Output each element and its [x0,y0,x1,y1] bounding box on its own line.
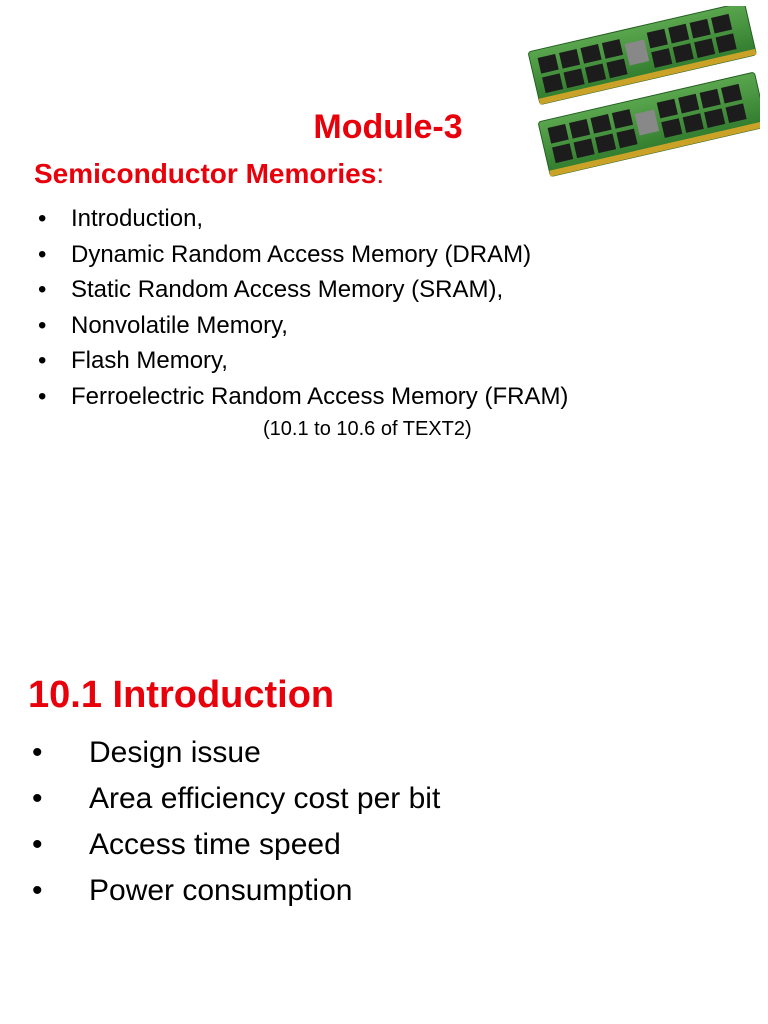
list-item-text: Design issue [89,736,261,769]
list-item-text: Dynamic Random Access Memory (DRAM) [71,240,532,268]
list-item-text: Introduction, [71,205,204,232]
reference-note: (10.1 to 10.6 of TEXT2) [263,418,472,440]
list-item: • Dynamic Random Access Memory (DRAM) [38,237,568,273]
bullet-icon: • [38,240,47,268]
list-item-text: Nonvolatile Memory, [71,311,288,339]
list-item: • Flash Memory, [38,343,568,379]
list-item: • Ferroelectric Random Access Memory (FRA… [38,379,568,415]
list-item: • Power consumption [32,868,440,914]
list-item: • Design issue [32,730,440,776]
bullet-icon: • [38,311,47,339]
list-item: • Area efficiency cost per bit [32,776,440,822]
ram-modules-icon [528,6,760,177]
list-item: • Access time speed [32,822,440,868]
list-item: • Nonvolatile Memory, [38,308,568,344]
bullet-icon: • [38,276,47,304]
issue-list: • Design issue • Area efficiency cost per … [32,730,440,914]
bullet-icon: • [32,874,43,907]
slide-title-text: Module-3 [313,108,463,146]
slide-introduction: 10.1 Introduction • Design issue • Area ef… [0,660,768,980]
bullet-icon: • [32,736,43,769]
list-item-text: Static Random Access Memory (SRAM), [71,276,504,304]
bullet-icon: • [32,828,43,861]
bullet-icon: • [38,347,47,375]
bullet-icon: • [38,382,47,410]
list-item-text: Area efficiency cost per bit [89,782,441,815]
list-item-text: Access time speed [89,828,341,861]
section-heading: 10.1 Introduction [28,674,335,716]
slide-subtitle: Semiconductor Memories: [34,158,384,190]
slide-title: Module-3 [0,108,768,147]
list-item-text: Flash Memory, [71,347,228,375]
list-item-text: Power consumption [89,874,353,907]
list-item-text: Ferroelectric Random Access Memory (FRAM… [71,382,569,410]
subtitle-colon: : [376,158,385,189]
bullet-icon: • [32,782,43,815]
bullet-icon: • [38,205,47,232]
topic-list: • Introduction, • Dynamic Random Access Me… [38,201,568,415]
list-item: • Introduction, [38,201,568,237]
list-item: • Static Random Access Memory (SRAM), [38,272,568,308]
subtitle-text: Semiconductor Memories [34,158,377,189]
slide-module-3: Module-3 Semiconductor Memories: • Introd… [0,0,768,500]
